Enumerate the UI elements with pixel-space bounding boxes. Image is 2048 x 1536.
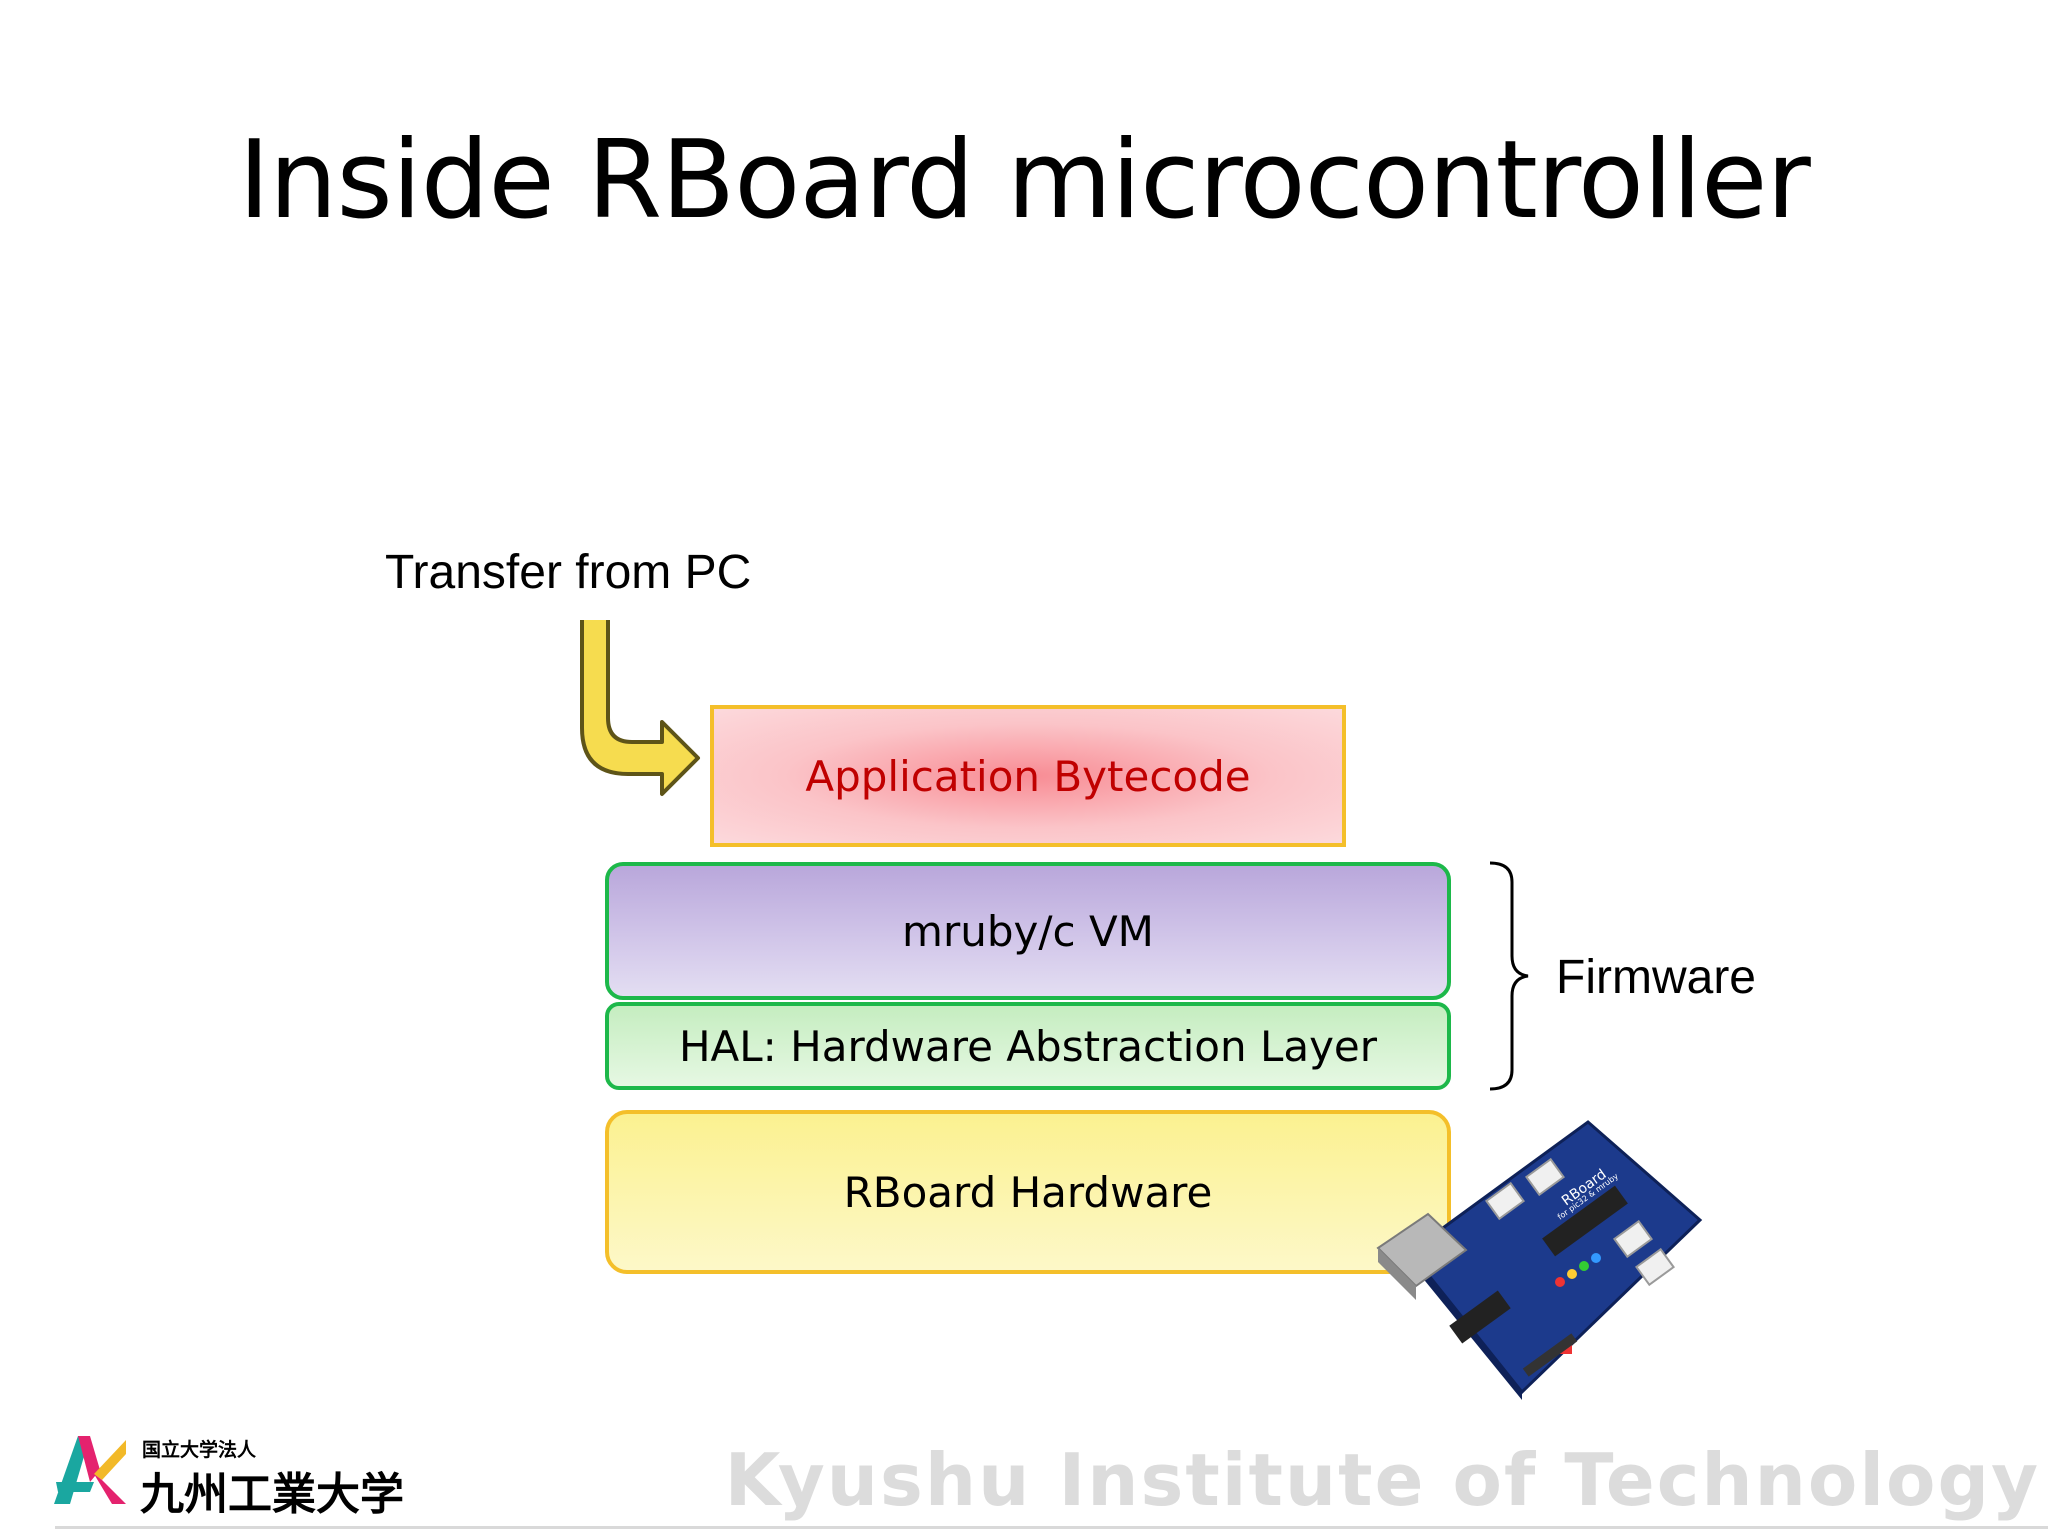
firmware-label: Firmware	[1556, 951, 1756, 1004]
institution-name: Kyushu Institute of Technology	[724, 1438, 2040, 1522]
transfer-label: Transfer from PC	[385, 546, 752, 599]
logo-caption-small: 国立大学法人	[142, 1439, 257, 1461]
curly-brace-icon	[1489, 861, 1529, 1091]
footer-divider	[55, 1526, 2048, 1529]
hal-layer: HAL: Hardware Abstraction Layer	[605, 1002, 1451, 1090]
mruby-vm-layer: mruby/c VM	[605, 862, 1451, 1000]
application-bytecode-layer: Application Bytecode	[710, 705, 1346, 847]
hal-label: HAL: Hardware Abstraction Layer	[678, 1021, 1378, 1071]
application-bytecode-label: Application Bytecode	[805, 751, 1251, 801]
slide-title: Inside RBoard microcontroller	[238, 118, 1811, 243]
logo-caption-large: 九州工業大学	[140, 1469, 404, 1520]
kyutech-logo-icon	[54, 1436, 126, 1504]
mruby-vm-label: mruby/c VM	[902, 906, 1154, 956]
rboard-image: RBoard for pic32 & mruby	[1376, 1120, 1703, 1400]
rboard-hardware-layer: RBoard Hardware	[605, 1110, 1451, 1274]
rboard-hardware-label: RBoard Hardware	[843, 1167, 1213, 1217]
bent-arrow-icon	[580, 620, 700, 796]
